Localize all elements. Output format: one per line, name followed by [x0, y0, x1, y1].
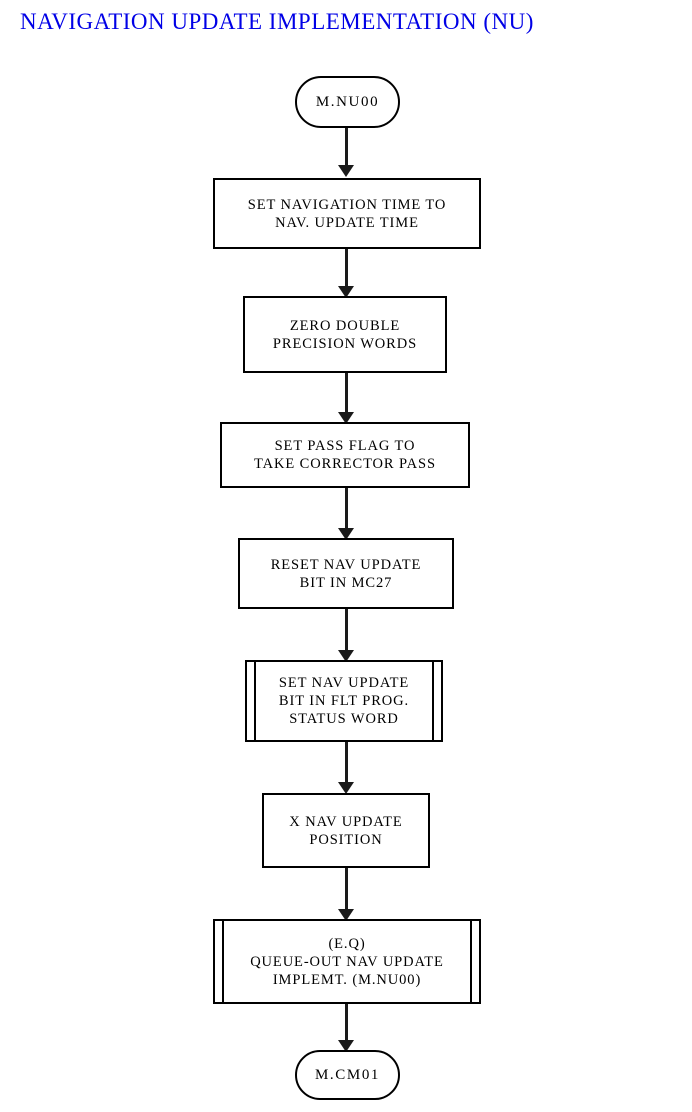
- arrowhead-set-nav-time: [338, 165, 354, 177]
- flow-node-start-label: M.NU00: [315, 94, 380, 110]
- flow-node-start[interactable]: M.NU00: [295, 76, 400, 128]
- arrowhead-reset-nav-update-bit: [338, 528, 354, 540]
- connector-reset-nav-update-bit-to-set-nav-update-bit: [345, 609, 348, 651]
- flow-node-x-nav-update-position[interactable]: X NAV UPDATE POSITION: [262, 793, 430, 868]
- arrowhead-end: [338, 1040, 354, 1052]
- page-title: NAVIGATION UPDATE IMPLEMENTATION (NU): [20, 9, 534, 34]
- flow-node-set-nav-time[interactable]: SET NAVIGATION TIME TO NAV. UPDATE TIME: [213, 178, 481, 249]
- flow-node-zero-double-precision[interactable]: ZERO DOUBLE PRECISION WORDS: [243, 296, 447, 373]
- arrowhead-queue-out-nav-update: [338, 909, 354, 921]
- arrowhead-zero-double-precision: [338, 286, 354, 298]
- flow-node-set-pass-flag-label: SET PASS FLAG TO TAKE CORRECTOR PASS: [254, 438, 436, 472]
- flow-node-set-nav-update-bit[interactable]: SET NAV UPDATE BIT IN FLT PROG. STATUS W…: [245, 660, 443, 742]
- flow-node-set-pass-flag[interactable]: SET PASS FLAG TO TAKE CORRECTOR PASS: [220, 422, 470, 488]
- connector-set-pass-flag-to-reset-nav-update-bit: [345, 488, 348, 529]
- connector-set-nav-update-bit-to-x-nav-update-position: [345, 742, 348, 783]
- arrowhead-x-nav-update-position: [338, 782, 354, 794]
- connector-start-to-set-nav-time: [345, 128, 348, 166]
- flow-node-set-nav-update-bit-label: SET NAV UPDATE BIT IN FLT PROG. STATUS W…: [278, 675, 410, 727]
- flow-node-x-nav-update-position-label: X NAV UPDATE POSITION: [289, 813, 403, 848]
- connector-queue-out-to-end: [345, 1004, 348, 1041]
- connector-x-nav-update-position-to-queue-out: [345, 868, 348, 910]
- flow-node-reset-nav-update-bit-label: RESET NAV UPDATE BIT IN MC27: [270, 556, 422, 591]
- arrowhead-set-pass-flag: [338, 412, 354, 424]
- connector-zero-double-precision-to-set-pass-flag: [345, 373, 348, 413]
- flow-node-set-nav-time-label: SET NAVIGATION TIME TO NAV. UPDATE TIME: [247, 196, 447, 231]
- flow-node-end-label: M.CM01: [314, 1067, 381, 1083]
- flow-node-queue-out-nav-update[interactable]: (E.Q) QUEUE-OUT NAV UPDATE IMPLEMT. (M.N…: [213, 919, 481, 1004]
- flow-node-reset-nav-update-bit[interactable]: RESET NAV UPDATE BIT IN MC27: [238, 538, 454, 609]
- flow-node-zero-double-precision-label: ZERO DOUBLE PRECISION WORDS: [272, 317, 418, 352]
- arrowhead-set-nav-update-bit: [338, 650, 354, 662]
- flow-node-end[interactable]: M.CM01: [295, 1050, 400, 1100]
- flow-node-queue-out-nav-update-label: (E.Q) QUEUE-OUT NAV UPDATE IMPLEMT. (M.N…: [250, 935, 444, 988]
- connector-set-nav-time-to-zero-double-precision: [345, 249, 348, 287]
